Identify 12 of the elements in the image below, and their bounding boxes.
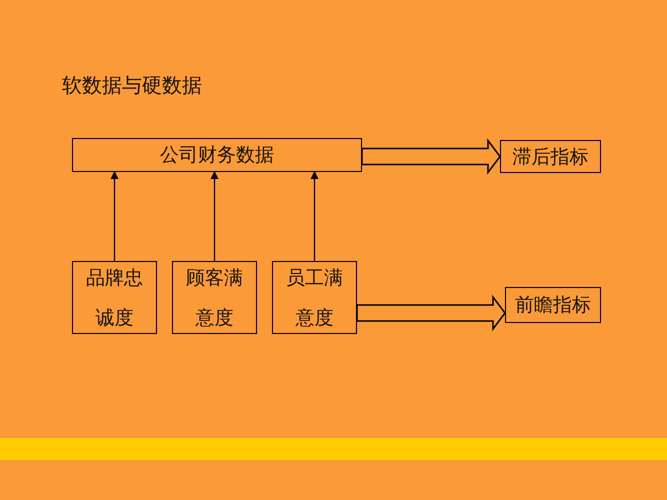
arrow <box>110 171 118 261</box>
text-box: 前瞻指标 <box>505 287 601 323</box>
arrow <box>210 171 218 261</box>
text-box: 品牌忠诚度 <box>72 261 157 334</box>
text-box: 滞后指标 <box>500 140 601 173</box>
text-box: 员工满意度 <box>272 261 357 334</box>
text-box: 顾客满意度 <box>172 261 257 334</box>
text-box: 公司财务数据 <box>72 138 362 172</box>
block-arrow <box>361 138 501 175</box>
block-arrow <box>356 294 506 332</box>
arrow <box>310 171 318 261</box>
title: 软数据与硬数据 <box>62 72 202 99</box>
